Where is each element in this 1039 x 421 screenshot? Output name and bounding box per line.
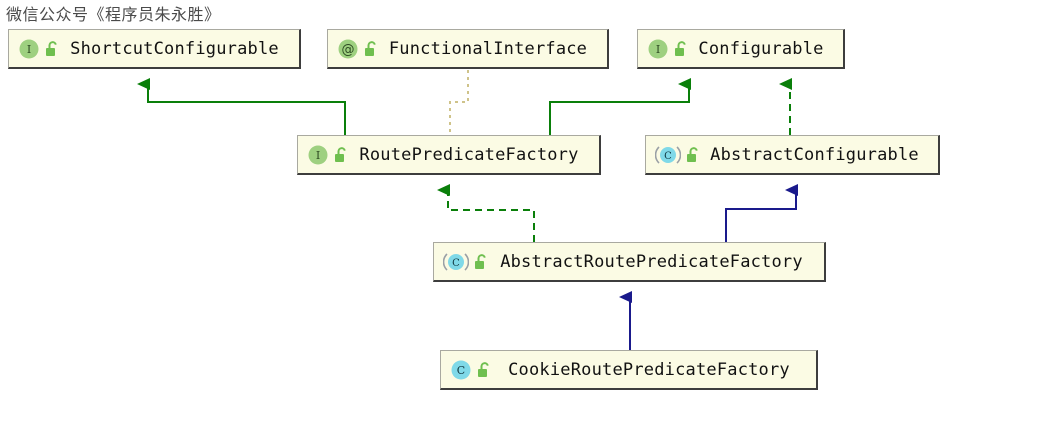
- edge-rpf-implements-configurable: [549, 78, 691, 135]
- edge-arpf-extends-abstractconfigurable: [725, 184, 798, 242]
- node-icons: C: [646, 144, 701, 166]
- node-label: RoutePredicateFactory: [359, 144, 579, 165]
- uml-node-shortcut-configurable[interactable]: I ShortcutConfigurable: [8, 29, 301, 69]
- uml-node-functional-interface[interactable]: @ FunctionalInterface: [327, 29, 609, 69]
- watermark-text: 微信公众号《程序员朱永胜》: [6, 5, 221, 24]
- svg-text:I: I: [656, 43, 660, 56]
- svg-text:I: I: [316, 149, 320, 162]
- node-icons: C: [441, 359, 492, 381]
- node-label: CookieRoutePredicateFactory: [508, 359, 790, 380]
- edge-rpf-implements-shortcutconfigurable: [137, 78, 346, 135]
- node-label: ShortcutConfigurable: [70, 38, 279, 59]
- svg-text:C: C: [452, 258, 460, 269]
- uml-node-route-predicate-factory[interactable]: I RoutePredicateFactory: [297, 135, 601, 175]
- node-icons: @: [328, 38, 379, 60]
- node-label: AbstractConfigurable: [710, 144, 919, 165]
- node-icons: C: [434, 251, 489, 273]
- svg-text:@: @: [342, 42, 355, 57]
- class-icon: C: [450, 359, 472, 381]
- node-icons: I: [9, 38, 60, 60]
- edge-functionalinterface-dependency-rpf: [449, 70, 469, 135]
- interface-icon: I: [647, 38, 669, 60]
- interface-icon: I: [18, 38, 40, 60]
- abstract-class-icon: C: [655, 144, 681, 166]
- abstract-class-icon: C: [443, 251, 469, 273]
- uml-node-abstract-route-predicate-factory[interactable]: C AbstractRoutePredicateFactory: [433, 242, 826, 282]
- node-icons: I: [298, 144, 349, 166]
- unlock-icon: [333, 146, 349, 164]
- uml-node-configurable[interactable]: I Configurable: [637, 29, 845, 69]
- svg-text:C: C: [457, 364, 465, 377]
- unlock-icon: [473, 253, 489, 271]
- unlock-icon: [685, 146, 701, 164]
- unlock-icon: [44, 40, 60, 58]
- svg-text:I: I: [27, 43, 31, 56]
- node-label: AbstractRoutePredicateFactory: [500, 251, 803, 272]
- unlock-icon: [476, 361, 492, 379]
- edge-arpf-implements-rpf: [437, 184, 535, 242]
- node-label: Configurable: [698, 38, 824, 59]
- interface-icon: I: [307, 144, 329, 166]
- node-label: FunctionalInterface: [388, 38, 588, 59]
- annotation-icon: @: [337, 38, 359, 60]
- node-icons: I: [638, 38, 689, 60]
- uml-node-cookie-route-predicate-factory[interactable]: C CookieRoutePredicateFactory: [440, 350, 818, 390]
- uml-node-abstract-configurable[interactable]: C AbstractConfigurable: [645, 135, 940, 175]
- unlock-icon: [363, 40, 379, 58]
- unlock-icon: [673, 40, 689, 58]
- svg-text:C: C: [664, 151, 672, 162]
